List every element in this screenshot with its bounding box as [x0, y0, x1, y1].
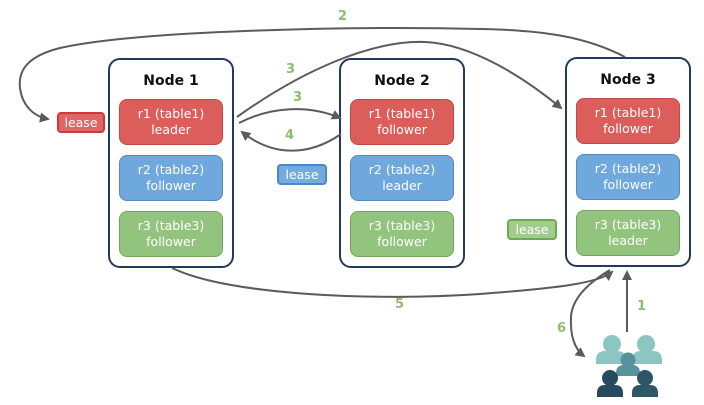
- replica-label: r1 (table1): [137, 106, 205, 122]
- replica-label: r2 (table2): [594, 161, 662, 177]
- node-1-replica-r1: r1 (table1) leader: [119, 99, 223, 145]
- replica-role: follower: [603, 121, 653, 136]
- node-3-replica-r2: r2 (table2) follower: [576, 154, 680, 200]
- arrow-label-3a: 3: [286, 62, 296, 77]
- arrow-label-3b: 3: [293, 90, 303, 105]
- node-3-replica-r1: r1 (table1) follower: [576, 98, 680, 144]
- node-1-replica-r2: r2 (table2) follower: [119, 155, 223, 201]
- replica-label: r3 (table3): [368, 218, 436, 234]
- replica-label: r1 (table1): [594, 105, 662, 121]
- arrow-label-6: 6: [557, 321, 567, 336]
- lease-badge-green: lease: [507, 219, 557, 240]
- replica-role: follower: [377, 122, 427, 137]
- arrow-5-node1-to-node3: [171, 267, 614, 298]
- node-3: Node 3 r1 (table1) follower r2 (table2) …: [565, 57, 691, 267]
- replica-role: follower: [146, 178, 196, 193]
- replica-label: r3 (table3): [594, 217, 662, 233]
- node-2-replica-r2: r2 (table2) leader: [350, 155, 454, 201]
- node-3-title: Node 3: [600, 72, 656, 88]
- replica-label: r2 (table2): [368, 162, 436, 178]
- node-1-title: Node 1: [143, 73, 199, 89]
- arrow-label-5: 5: [395, 297, 405, 312]
- node-1: Node 1 r1 (table1) leader r2 (table2) fo…: [108, 58, 234, 268]
- replica-role: leader: [151, 122, 191, 137]
- arrow-label-4: 4: [285, 128, 295, 143]
- node-2-replica-r3: r3 (table3) follower: [350, 211, 454, 257]
- arrow-label-2: 2: [338, 9, 348, 24]
- node-3-replica-r3: r3 (table3) leader: [576, 210, 680, 256]
- replica-label: r1 (table1): [368, 106, 436, 122]
- arrow-6-node3-to-users: [569, 269, 611, 358]
- arrow-3-node1-to-node2: [238, 108, 342, 124]
- node-2: Node 2 r1 (table1) follower r2 (table2) …: [339, 58, 465, 268]
- users-group-icon: [596, 335, 662, 397]
- lease-badge-red: lease: [57, 112, 105, 133]
- lease-badge-blue: lease: [277, 164, 327, 185]
- node-2-replica-r1: r1 (table1) follower: [350, 99, 454, 145]
- node-2-title: Node 2: [374, 73, 430, 89]
- replica-role: follower: [146, 234, 196, 249]
- replica-label: r2 (table2): [137, 162, 205, 178]
- replica-role: follower: [377, 234, 427, 249]
- arrow-label-1: 1: [637, 299, 647, 314]
- replica-role: follower: [603, 177, 653, 192]
- replica-role: leader: [608, 233, 648, 248]
- replica-label: r3 (table3): [137, 218, 205, 234]
- node-1-replica-r3: r3 (table3) follower: [119, 211, 223, 257]
- replica-role: leader: [382, 178, 422, 193]
